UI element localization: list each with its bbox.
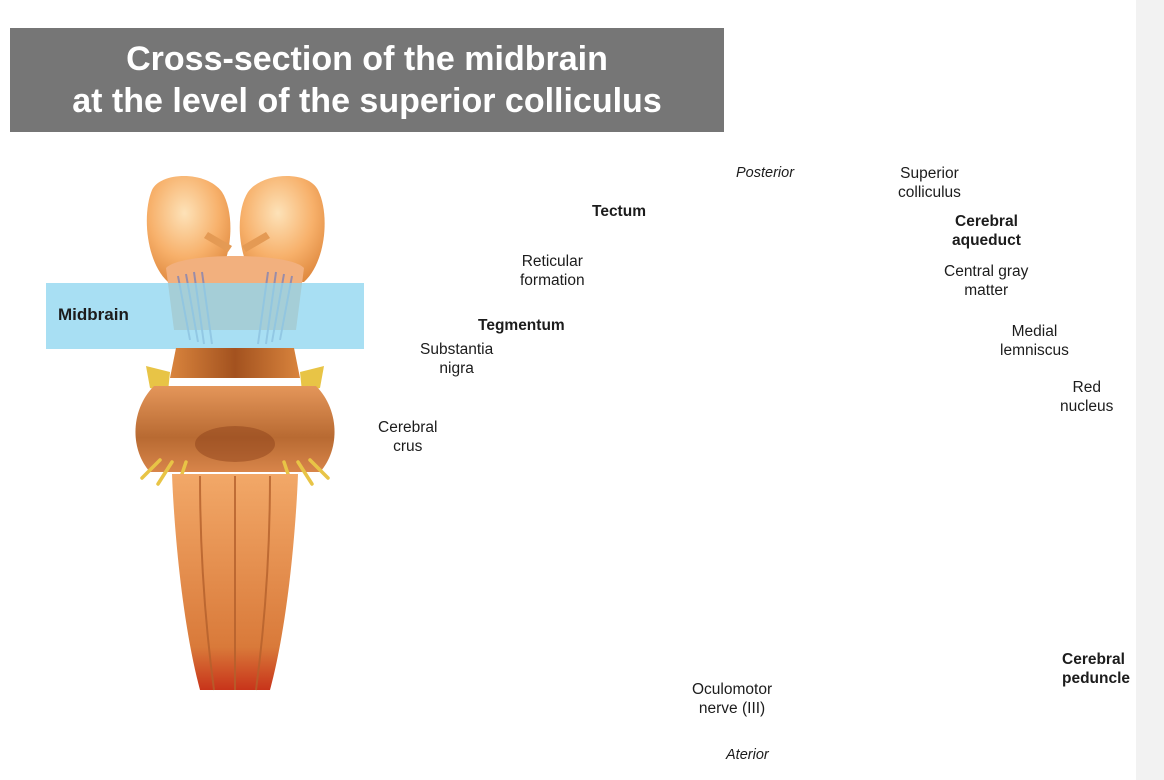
label-anterior: Aterior xyxy=(726,747,769,763)
label-red-nucleus: Red nucleus xyxy=(1060,379,1114,415)
label-cerebral-aqueduct: Cerebral aqueduct xyxy=(952,213,1021,249)
right-margin-strip xyxy=(1136,0,1164,780)
midbrain-band xyxy=(46,283,364,349)
title-banner: Cross-section of the midbrain at the lev… xyxy=(10,28,724,132)
label-medial-lemniscus: Medial lemniscus xyxy=(1000,323,1069,359)
label-central-gray-matter: Central gray matter xyxy=(944,263,1029,299)
label-cerebral-peduncle: Cerebral peduncle xyxy=(1062,651,1131,687)
label-reticular-formation: Reticular formation xyxy=(520,253,585,289)
label-tectum: Tectum xyxy=(592,203,646,220)
title-line-2: at the level of the superior colliculus xyxy=(72,82,662,120)
left-thalamus xyxy=(146,176,231,282)
pons xyxy=(135,386,335,472)
label-cerebral-crus: Cerebral crus xyxy=(378,419,438,455)
midbrain-band-label: Midbrain xyxy=(58,305,129,324)
label-oculomotor-nerve: Oculomotor nerve (III) xyxy=(692,681,773,717)
label-superior-colliculus: Superior colliculus xyxy=(898,165,961,201)
label-posterior: Posterior xyxy=(736,165,795,181)
label-substantia-nigra: Substantia nigra xyxy=(420,341,494,377)
right-thalamus xyxy=(239,175,325,282)
brainstem-illustration xyxy=(46,175,364,691)
label-tegmentum: Tegmentum xyxy=(478,317,565,334)
title-line-1: Cross-section of the midbrain xyxy=(126,40,608,78)
